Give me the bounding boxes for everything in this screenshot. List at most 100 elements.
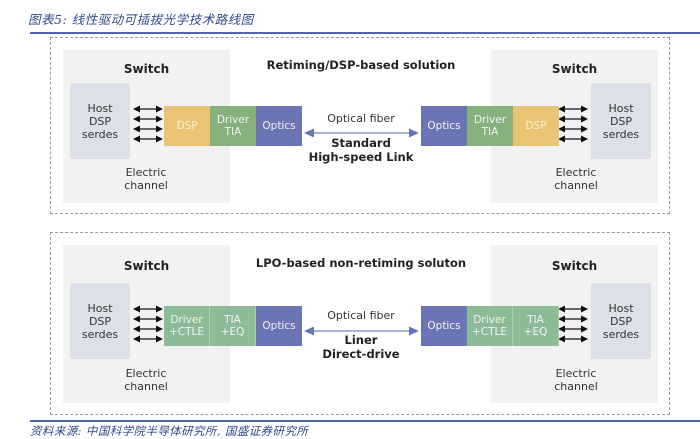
optical-fiber-arrow-icon [304, 321, 419, 336]
driver-tia-block: Driver+CTLE [164, 306, 210, 346]
dsp-block: DSP [164, 106, 210, 146]
driver-tia-block: Driver+CTLE [467, 306, 513, 346]
host-label-line: Host [87, 301, 113, 315]
source-rule [30, 420, 700, 422]
dsp-block-label: DSP [525, 120, 546, 132]
driver-tia-block-line: Driver [170, 314, 203, 326]
driver-tia-block-line: +CTLE [168, 326, 205, 338]
electric-channel-line: channel [124, 179, 168, 192]
host-label-line: DSP [88, 314, 112, 328]
bidirectional-arrow-icon [133, 115, 163, 123]
electric-channel-line: channel [554, 380, 598, 393]
solution-title: Retiming/DSP-based solution [266, 58, 456, 72]
link-type-line: Liner [344, 333, 378, 347]
bidirectional-arrow-icon [558, 115, 588, 123]
driver-tia-block-line: TIA [481, 126, 499, 138]
dsp-block: DSP [513, 106, 559, 146]
driver-tia-block-label: Driver+CTLE [472, 314, 507, 338]
driver-tia-block-line: Driver [216, 114, 250, 126]
electric-channel-line: Electric [555, 367, 597, 380]
optics-block-label: Optics [262, 120, 295, 132]
host-label-line: serdes [81, 327, 119, 341]
optical-fiber-arrow-icon [304, 123, 419, 138]
bidirectional-arrow-icon [558, 125, 588, 133]
host-label-line: Host [87, 101, 113, 115]
driver-tia-block-line: TIA [224, 126, 242, 138]
solution-title: LPO-based non-retiming soluton [255, 256, 467, 270]
lane-arrows [133, 104, 163, 146]
host-label-line: Host [608, 101, 634, 115]
host-label-line: DSP [609, 114, 633, 128]
bidirectional-arrow-icon [133, 335, 163, 343]
figure-source: 资料来源: 中国科学院半导体研究所, 国盛证券研究所 [30, 424, 309, 438]
bidirectional-arrow-icon [558, 305, 588, 313]
host-label-line: serdes [602, 327, 640, 341]
driver-tia-block-line: +EQ [220, 326, 245, 338]
bidirectional-arrow-icon [558, 335, 588, 343]
optics-block: Optics [256, 106, 302, 146]
lane-arrows [558, 304, 588, 346]
driver-tia-block-line: +CTLE [471, 326, 508, 338]
bidirectional-arrow-icon [558, 315, 588, 323]
electric-channel-line: channel [554, 179, 598, 192]
link-type-line: Direct-drive [322, 347, 400, 361]
bidirectional-arrow-icon [133, 305, 163, 313]
host-label-line: serdes [602, 127, 640, 141]
link-type-line: High-speed Link [308, 150, 414, 164]
electric-channel-line: Electric [125, 367, 167, 380]
driver-tia-block-label: TIA+EQ [524, 314, 548, 338]
dsp-block-line: DSP [525, 120, 547, 132]
figure-title: 图表5: 线性驱动可插拔光学技术路线图 [28, 12, 254, 27]
driver-tia-block-label: TIA+EQ [221, 314, 245, 338]
optics-block-label: Optics [262, 320, 295, 332]
driver-tia-block: TIA+EQ [210, 306, 256, 346]
title-rule [30, 32, 700, 34]
switch-label: Switch [551, 259, 598, 273]
host-label-line: serdes [81, 127, 119, 141]
driver-tia-block-line: Driver [473, 114, 507, 126]
dsp-block-label: DSP [176, 120, 197, 132]
switch-label: Switch [123, 62, 170, 76]
optics-block-line: Optics [427, 120, 461, 132]
optical-fiber-label: Optical fiber [327, 112, 395, 125]
host-label-line: Host [608, 301, 634, 315]
optics-block: Optics [421, 306, 467, 346]
optics-block-line: Optics [262, 120, 296, 132]
bidirectional-arrow-icon [133, 325, 163, 333]
bidirectional-arrow-icon [133, 105, 163, 113]
optics-block: Optics [256, 306, 302, 346]
bidirectional-arrow-icon [558, 135, 588, 143]
optics-block-line: Optics [427, 320, 461, 332]
bidirectional-arrow-icon [133, 135, 163, 143]
bidirectional-arrow-icon [558, 105, 588, 113]
module-chain-left: Driver+CTLE TIA+EQ Optics [164, 306, 302, 346]
switch-label: Switch [123, 259, 170, 273]
bidirectional-arrow-icon [133, 315, 163, 323]
dsp-block-line: DSP [176, 120, 198, 132]
module-chain-right: Optics Driver+CTLE TIA+EQ [421, 306, 559, 346]
driver-tia-block-line: TIA [224, 314, 241, 326]
optics-block: Optics [421, 106, 467, 146]
electric-channel-line: Electric [555, 166, 597, 179]
driver-tia-block-line: +EQ [523, 326, 548, 338]
optics-block-line: Optics [262, 320, 296, 332]
host-label-line: DSP [88, 114, 112, 128]
